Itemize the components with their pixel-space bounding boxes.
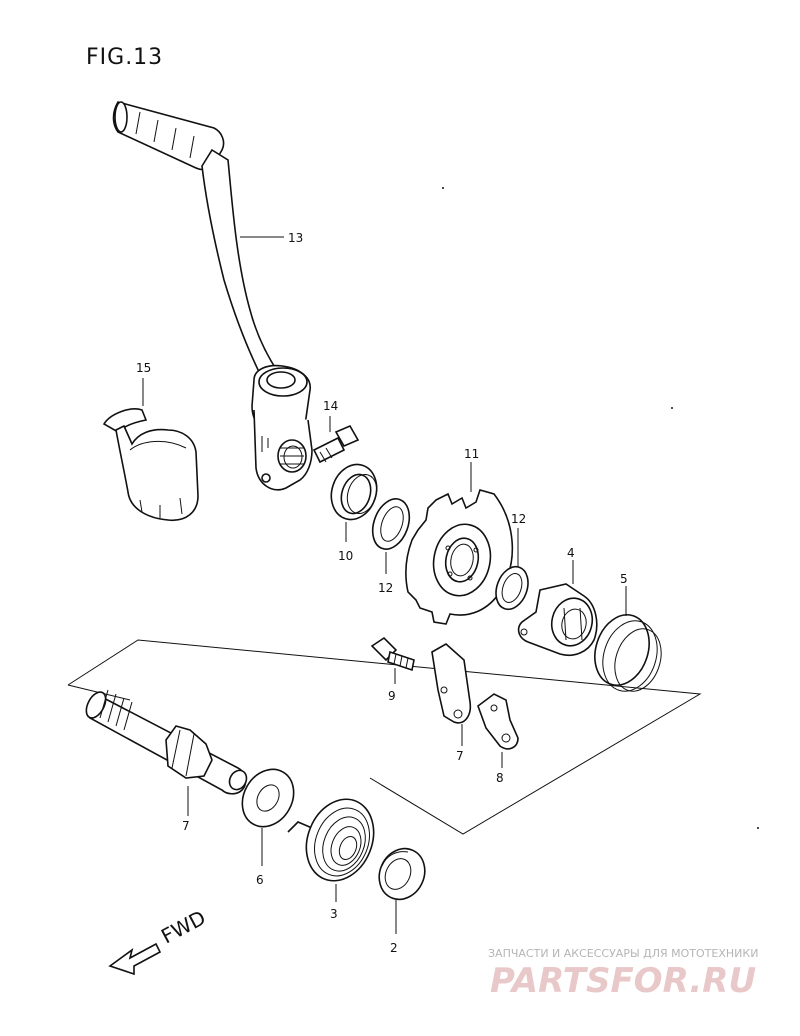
boot-cover-part [102,408,199,521]
kick-lever-part [112,101,313,491]
plate-8-part [477,693,519,750]
callout-12-right: 12 [511,512,526,526]
callout-8: 8 [496,771,504,785]
callout-10: 10 [338,549,353,563]
oil-seal-part [330,463,378,521]
callout-14: 14 [323,399,338,413]
callout-4: 4 [567,546,575,560]
callout-11: 11 [464,447,479,461]
kick-spring-part [287,798,375,882]
watermark-subtitle: ЗАПЧАСТИ И АКСЕССУАРЫ ДЛЯ МОТОТЕХНИКИ [488,947,758,960]
callout-2: 2 [390,941,398,955]
callout-13: 13 [288,231,303,245]
callout-15: 15 [136,361,151,375]
spring-5-part [594,614,662,692]
washer-6-part [241,768,295,828]
bolt-14-part [312,424,360,464]
callout-6: 6 [256,873,264,887]
figure-title: FIG.13 [86,45,163,70]
washer-12-left-part [371,498,411,550]
spring-guide-part [378,847,426,901]
washer-12-right-part [495,565,529,611]
scan-dot [442,187,444,189]
kick-shaft-part [85,689,248,795]
bolt-9-part [370,636,415,672]
fwd-arrow-icon [108,942,162,976]
scan-dot [671,407,673,409]
callout-7-left: 7 [182,819,190,833]
scan-dot [757,827,759,829]
guide-plate-7-part [431,643,472,724]
fwd-label: FWD [157,905,209,948]
callout-7-right: 7 [456,749,464,763]
callout-3: 3 [330,907,338,921]
callout-5: 5 [620,572,628,586]
callout-12-left: 12 [378,581,393,595]
assembly-outline [67,639,702,835]
callout-9: 9 [388,689,396,703]
watermark-brand: PARTSFOR.RU [490,961,756,1001]
kick-gear-part [405,489,514,625]
ratchet-part [517,583,598,656]
